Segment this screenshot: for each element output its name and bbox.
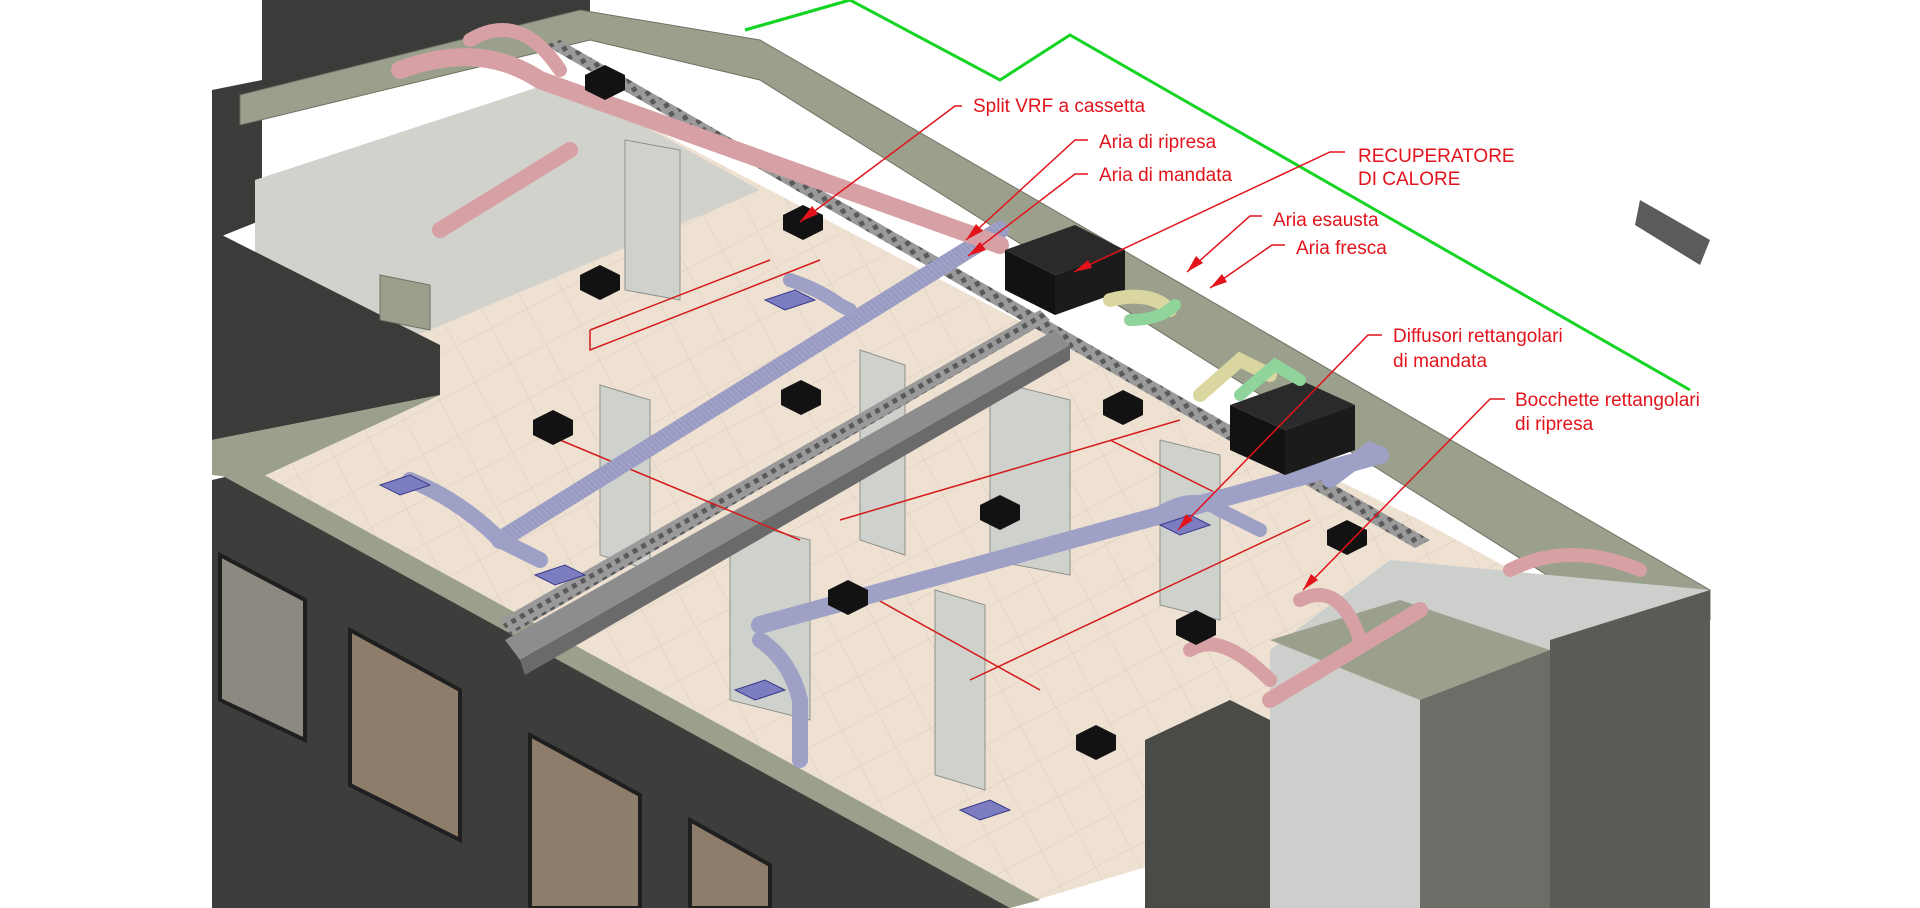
label-diffusori-1: Diffusori rettangolari xyxy=(1393,326,1563,347)
label-recuperatore-2: DI CALORE xyxy=(1358,169,1460,190)
left-wall xyxy=(212,230,440,440)
annotation-split-vrf: Split VRF a cassetta xyxy=(799,96,1146,223)
label-aria-esausta: Aria esausta xyxy=(1273,210,1379,231)
label-recuperatore-1: RECUPERATORE xyxy=(1358,146,1515,167)
front-windows xyxy=(218,551,772,908)
label-diffusori-2: di mandata xyxy=(1393,351,1487,372)
label-split-vrf: Split VRF a cassetta xyxy=(973,96,1146,117)
label-bocchette-2: di ripresa xyxy=(1515,414,1594,435)
label-aria-ripresa: Aria di ripresa xyxy=(1099,132,1217,153)
return-ducts xyxy=(391,23,1647,708)
annotation-aria-ripresa: Aria di ripresa xyxy=(965,132,1217,241)
annotation-aria-fresca: Aria fresca xyxy=(1209,238,1387,289)
label-aria-mandata: Aria di mandata xyxy=(1099,165,1233,186)
heat-recovery-unit xyxy=(1005,225,1355,475)
annotation-aria-mandata: Aria di mandata xyxy=(967,165,1233,257)
label-bocchette-1: Bocchette rettangolari xyxy=(1515,390,1700,411)
refrigerant-lines xyxy=(559,259,1311,691)
fresh-exhaust-ducts xyxy=(1103,289,1306,402)
annotation-diffusori: Diffusori rettangolari di mandata xyxy=(1177,326,1563,531)
label-aria-fresca: Aria fresca xyxy=(1296,238,1387,259)
annotation-aria-esausta: Aria esausta xyxy=(1186,210,1379,273)
annotation-bocchette: Bocchette rettangolari di ripresa xyxy=(1302,390,1700,591)
annotation-recuperatore: RECUPERATORE DI CALORE xyxy=(1073,146,1515,273)
